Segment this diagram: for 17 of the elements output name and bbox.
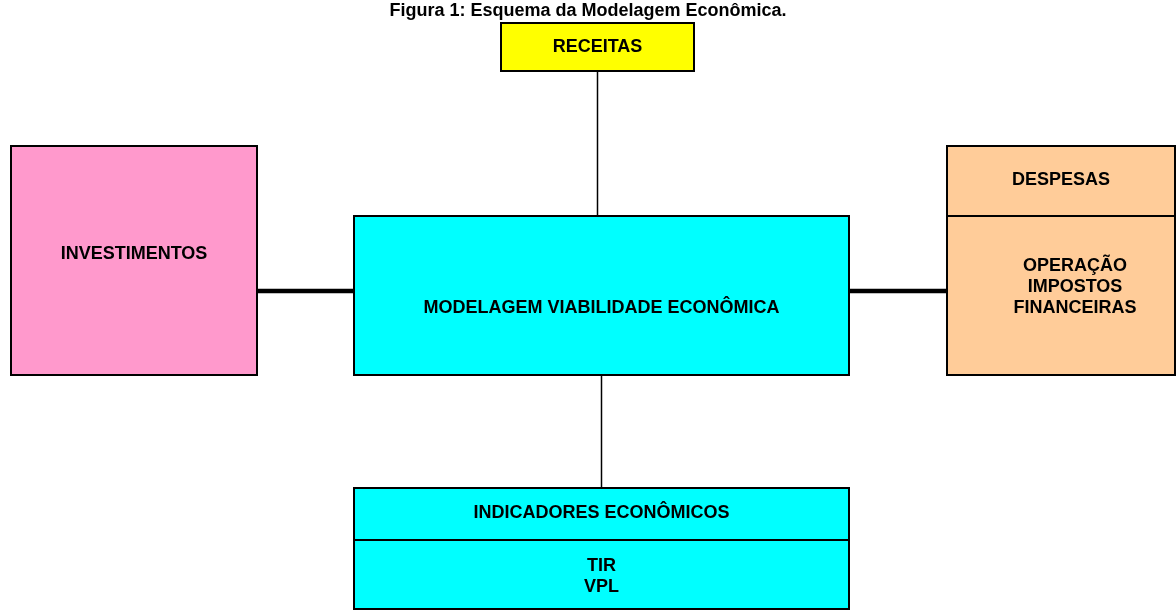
connector-line: [850, 288, 946, 294]
connector-line: [258, 288, 353, 294]
figure-title: Figura 1: Esquema da Modelagem Econômica.: [388, 0, 788, 21]
process-box: [10, 145, 258, 376]
node-label: DESPESAS: [1010, 169, 1111, 190]
split-box: [353, 487, 850, 610]
split-box: [946, 145, 1176, 376]
node-list: TIR VPL: [576, 555, 627, 597]
node-label: MODELAGEM VIABILIDADE ECONÔMICA: [422, 297, 781, 318]
node-list: OPERAÇÃO IMPOSTOS FINANCEIRAS: [1000, 255, 1150, 318]
process-box: [500, 22, 695, 72]
connector-line: [596, 71, 599, 216]
process-box: [353, 215, 850, 376]
node-label: INDICADORES ECONÔMICOS: [472, 502, 731, 523]
connector-line: [600, 375, 603, 488]
node-label: INVESTIMENTOS: [59, 243, 209, 264]
node-label: RECEITAS: [551, 36, 644, 57]
